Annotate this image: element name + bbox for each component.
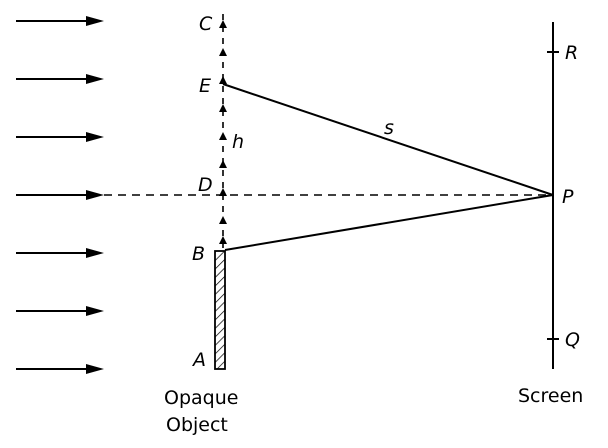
incident-arrow [16, 306, 104, 316]
ray-e-to-p [222, 83, 554, 196]
label-h: h [232, 131, 244, 153]
wavefront-arrowhead [219, 160, 227, 168]
label-p: P [562, 186, 574, 208]
label-e: E [199, 75, 211, 97]
label-b: B [192, 243, 205, 265]
label-s: s [384, 117, 394, 139]
caption-opaque: Opaque [164, 387, 238, 409]
incident-arrow [16, 248, 104, 258]
label-r: R [565, 42, 578, 64]
incident-arrow [16, 74, 104, 84]
wavefront-arrowhead [219, 236, 227, 244]
label-a: A [191, 349, 206, 371]
wavefront-arrowhead [219, 132, 227, 140]
incident-arrow [16, 364, 104, 374]
wavefront-arrowhead [219, 188, 227, 196]
opaque-object [214, 250, 226, 370]
incident-wave-arrows [16, 16, 104, 374]
wavefront-arrowhead [219, 216, 227, 224]
label-d: D [198, 174, 213, 196]
wavefront-arrows [219, 20, 227, 244]
label-q: Q [565, 329, 580, 351]
label-c: C [199, 13, 213, 35]
wavefront-arrowhead [219, 76, 227, 84]
incident-arrow [16, 190, 104, 200]
incident-arrow [16, 16, 104, 26]
wavefront-arrowhead [219, 48, 227, 56]
wavefront-arrowhead [219, 20, 227, 28]
caption-screen: Screen [518, 385, 583, 407]
caption-object: Object [166, 414, 228, 436]
wavefront-arrowhead [219, 104, 227, 112]
incident-arrow [16, 132, 104, 142]
ray-b-to-p [224, 194, 554, 251]
